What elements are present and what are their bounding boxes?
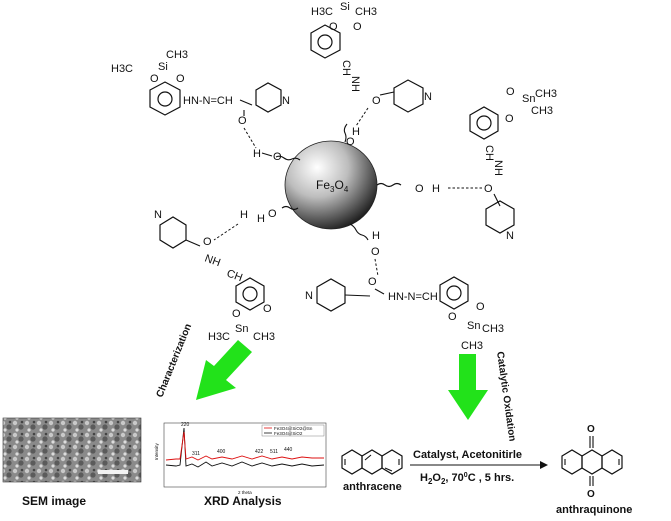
reactant-label: anthracene [343,481,402,493]
conditions-top: Catalyst, Acetonitirle [413,449,522,461]
svg-text:N: N [282,95,290,107]
peak-label-311: 311 [192,451,200,457]
core-label: Fe3O4 [316,178,349,194]
svg-text:CH3: CH3 [531,105,553,117]
svg-text:O: O [232,308,241,320]
svg-text:H: H [240,209,248,221]
legend-base: Fe3O4@SiO2 [274,431,303,436]
svg-text:CH: CH [340,60,352,76]
anthraquinone-structure: O O anthraquinone [556,424,632,516]
svg-text:N: N [424,91,432,103]
ligand-right: O Sn CH3 CH3 O CH NH O H O N [415,86,557,242]
svg-text:CH3: CH3 [482,323,504,335]
svg-text:O: O [476,301,485,313]
svg-text:N: N [506,230,514,242]
svg-text:H3C: H3C [311,6,333,18]
svg-text:O: O [150,73,159,85]
svg-text:O: O [268,208,277,220]
svg-text:Si: Si [340,1,350,13]
svg-text:O: O [506,86,515,98]
peak-label-440: 440 [284,447,293,453]
svg-text:H: H [432,183,440,195]
svg-text:CH3: CH3 [535,88,557,100]
svg-text:O: O [368,276,377,288]
surface-links [275,123,402,241]
ligand-top-left: O O Si H3C CH3 HN-N=CH O N H O [111,49,290,163]
xrd-chart: 220 311 400 422 511 440 Fe3O4@SiO2@Sn Fe… [154,422,327,508]
svg-text:O: O [372,95,381,107]
peak-label-511: 511 [270,449,278,455]
reaction-arrow: Catalyst, Acetonitirle H2O2, 700C , 5 hr… [410,449,548,486]
svg-text:O: O [273,151,282,163]
svg-text:CH3: CH3 [166,49,188,61]
svg-text:O: O [505,113,514,125]
svg-text:Sn: Sn [522,93,535,105]
svg-text:H3C: H3C [208,331,230,343]
svg-text:HN-N=CH: HN-N=CH [183,95,233,107]
svg-text:O: O [238,115,247,127]
svg-text:O: O [353,21,362,33]
peak-label-422: 422 [255,449,264,455]
peak-label-400: 400 [217,449,226,455]
svg-text:CH3: CH3 [355,6,377,18]
svg-text:H: H [253,148,261,160]
peak-label-220: 220 [181,422,190,428]
sem-image: SEM image [2,417,142,508]
svg-text:Characterization: Characterization [155,322,195,399]
svg-text:NH: NH [349,76,361,92]
svg-text:O: O [448,311,457,323]
svg-text:O: O [587,424,595,435]
svg-text:H: H [372,230,380,242]
legend-sn: Fe3O4@SiO2@Sn [274,426,313,431]
xrd-label: XRD Analysis [204,494,282,508]
svg-text:N: N [305,290,313,302]
sem-label: SEM image [22,494,86,508]
svg-text:O: O [346,136,355,148]
svg-text:O: O [587,489,595,500]
ligand-top-center: H3C Si CH3 O O CH NH O N H O [310,1,432,148]
svg-text:NH: NH [203,253,222,270]
svg-text:CH: CH [225,268,244,285]
svg-text:N: N [154,209,162,221]
product-label: anthraquinone [556,504,632,516]
xrd-series-red [165,431,324,461]
svg-text:H3C: H3C [111,63,133,75]
svg-text:O: O [415,183,424,195]
arrow-catalytic-oxidation: Catalytic Oxidation [448,351,518,442]
svg-text:CH: CH [483,145,495,161]
xrd-ylabel: Intensity [154,442,159,460]
conditions-bottom: H2O2, 700C , 5 hrs. [420,472,514,486]
ligand-bottom-right: H O O N HN-N=CH O O Sn CH3 CH3 [305,230,504,352]
fe3o4-core: Fe3O4 [284,140,378,230]
svg-text:Sn: Sn [467,320,480,332]
svg-text:O: O [203,236,212,248]
svg-text:HN-N=CH: HN-N=CH [388,291,438,303]
svg-text:H: H [257,213,265,225]
svg-text:O: O [176,73,185,85]
xrd-xlabel: 2 theta [238,490,252,495]
svg-text:O: O [329,21,338,33]
svg-text:Catalytic Oxidation: Catalytic Oxidation [494,351,517,442]
svg-text:O: O [371,246,380,258]
svg-text:O: O [484,183,493,195]
svg-text:Sn: Sn [235,323,248,335]
svg-text:Si: Si [158,61,168,73]
ligand-left: O H H N O NH CH O O Sn H3C CH3 [154,208,277,343]
svg-text:CH3: CH3 [461,340,483,352]
svg-text:H: H [352,126,360,138]
svg-text:NH: NH [492,160,504,176]
anthracene-structure: anthracene [341,449,403,493]
svg-text:CH3: CH3 [253,331,275,343]
svg-text:O: O [263,303,272,315]
